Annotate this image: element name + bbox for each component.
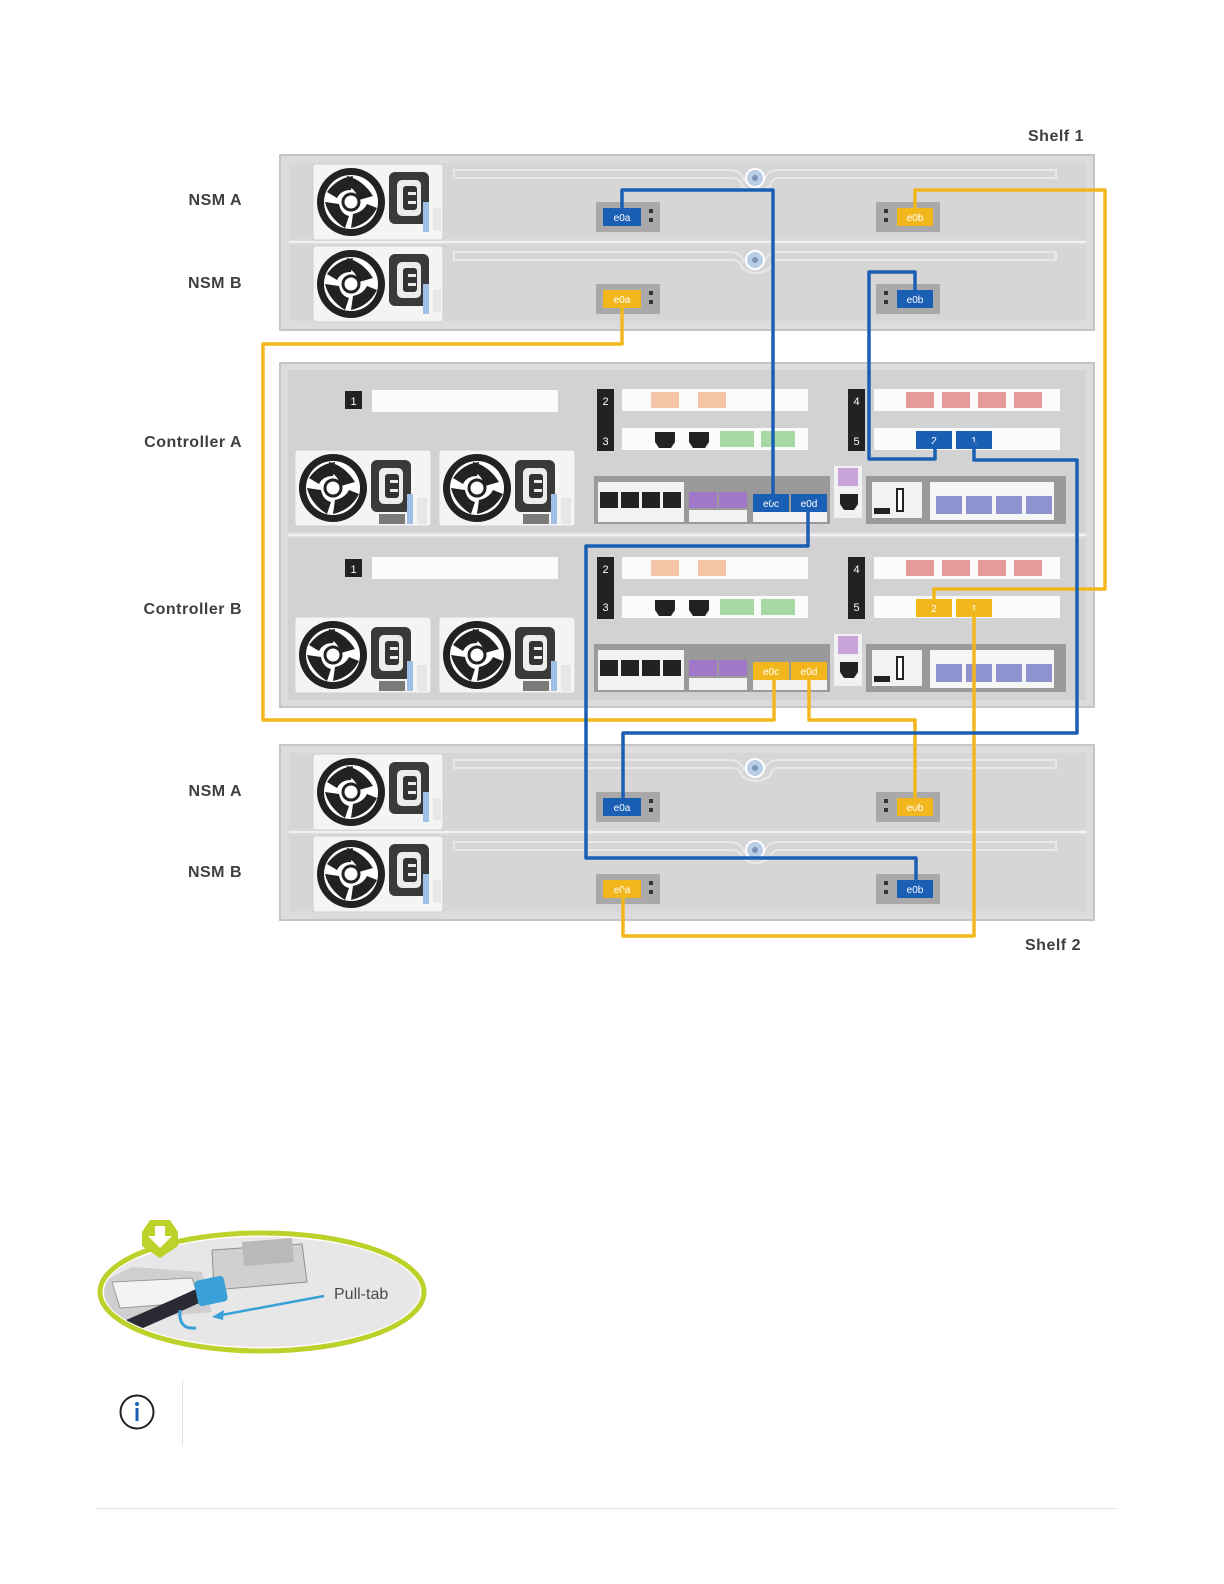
svg-text:e0c: e0c bbox=[763, 499, 779, 510]
svg-text:e0a: e0a bbox=[614, 295, 631, 306]
svg-text:2: 2 bbox=[602, 564, 608, 576]
svg-text:e0b: e0b bbox=[907, 295, 924, 306]
svg-text:1: 1 bbox=[350, 564, 356, 576]
shelf1-nsma-e0b-port: e0b bbox=[876, 202, 940, 232]
svg-text:4: 4 bbox=[853, 564, 859, 576]
shelf2-nsma-e0b-port: e0b bbox=[876, 792, 940, 822]
svg-text:e0c: e0c bbox=[763, 667, 779, 678]
shelf1-nsma-e0a-port: e0a bbox=[596, 202, 660, 232]
note-divider bbox=[182, 1380, 183, 1446]
svg-text:5: 5 bbox=[853, 602, 859, 614]
svg-text:2: 2 bbox=[931, 604, 937, 615]
svg-text:4: 4 bbox=[853, 396, 859, 408]
shelf1-nsma-psu bbox=[313, 164, 443, 240]
controller-a-e0d-port: e0d bbox=[791, 494, 827, 512]
pull-tab-illustration: Pull-tab bbox=[92, 1212, 432, 1357]
shelf2-nsmb-e0b-port: e0b bbox=[876, 874, 940, 904]
svg-text:e0a: e0a bbox=[614, 213, 631, 224]
shelf-2: e0a e0b e0a e0b bbox=[280, 745, 1094, 920]
svg-text:2: 2 bbox=[602, 396, 608, 408]
shelf2-nsma-e0a-port: e0a bbox=[596, 792, 660, 822]
pull-tab-label: Pull-tab bbox=[334, 1286, 388, 1303]
shelf1-nsmb-e0a-port: e0a bbox=[596, 284, 660, 314]
svg-text:e0b: e0b bbox=[907, 213, 924, 224]
shelf1-nsmb-psu bbox=[313, 246, 443, 322]
svg-text:e0d: e0d bbox=[801, 499, 818, 510]
svg-text:e0d: e0d bbox=[801, 667, 818, 678]
svg-text:e0a: e0a bbox=[614, 803, 631, 814]
svg-text:1: 1 bbox=[350, 396, 356, 408]
info-icon bbox=[119, 1394, 155, 1430]
svg-text:3: 3 bbox=[602, 602, 608, 614]
shelf2-nsmb-e0a-port: e0a bbox=[596, 874, 660, 904]
shelf-1: e0a e0b e0a e0b bbox=[280, 155, 1094, 330]
svg-text:5: 5 bbox=[853, 436, 859, 448]
cabling-diagram: e0a e0b e0a e0b 1 bbox=[0, 0, 1224, 980]
footer-rule bbox=[95, 1508, 1117, 1509]
controller-a-e0c-port: e0c bbox=[753, 494, 789, 512]
shelf1-nsmb-e0b-port: e0b bbox=[876, 284, 940, 314]
svg-text:e0b: e0b bbox=[907, 885, 924, 896]
controller-b-e0d-port: e0d bbox=[791, 662, 827, 680]
controller-b-e0c-port: e0c bbox=[753, 662, 789, 680]
svg-text:3: 3 bbox=[602, 436, 608, 448]
